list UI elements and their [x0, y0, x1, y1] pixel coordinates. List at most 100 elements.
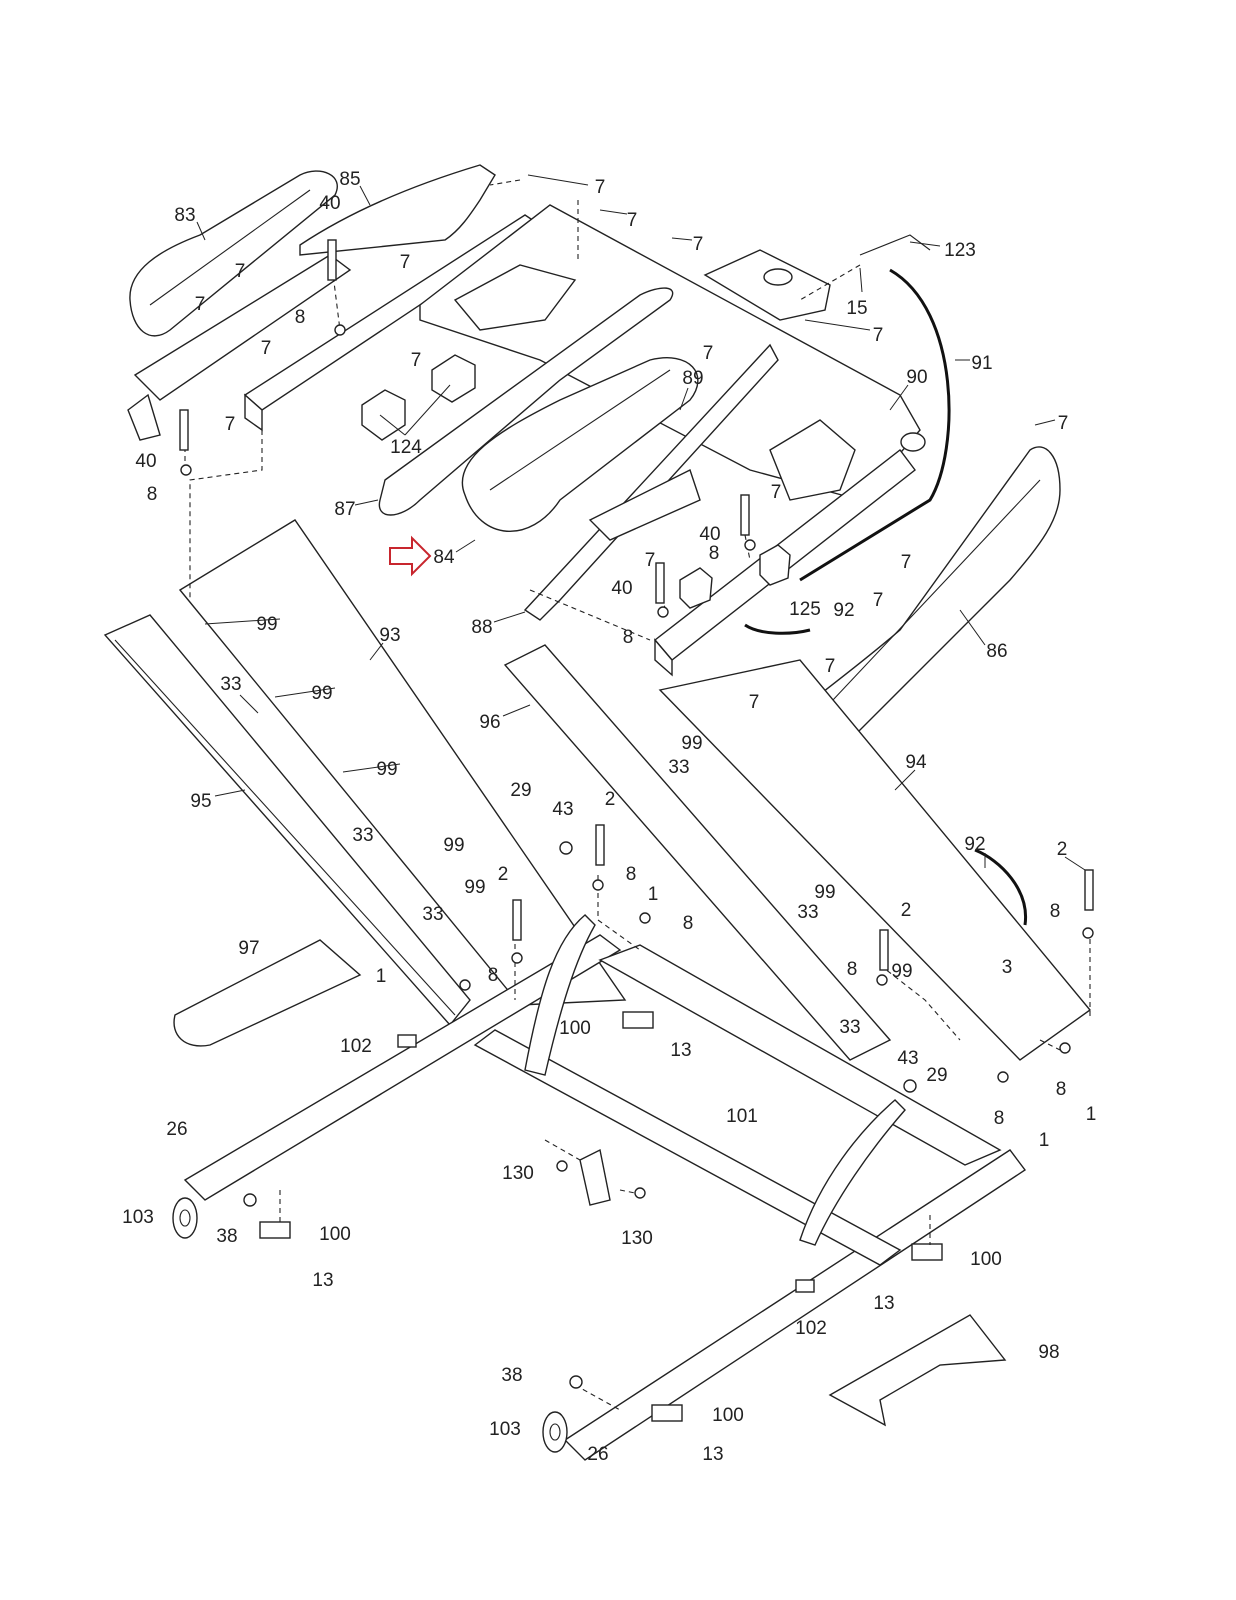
- part-label-103: 103: [122, 1207, 154, 1228]
- part-label-93: 93: [379, 625, 400, 646]
- part-label-33: 33: [422, 904, 443, 925]
- part-label-7: 7: [261, 338, 272, 359]
- part-label-29: 29: [926, 1065, 947, 1086]
- part-label-43: 43: [897, 1048, 918, 1069]
- part-label-13: 13: [312, 1270, 333, 1291]
- bracket-125: [679, 544, 791, 609]
- part-label-26: 26: [587, 1444, 608, 1465]
- part-label-13: 13: [670, 1040, 691, 1061]
- wheel-103-left: [172, 1197, 198, 1239]
- part-label-99: 99: [681, 733, 702, 754]
- part-label-97: 97: [238, 938, 259, 959]
- part-label-33: 33: [220, 674, 241, 695]
- part-label-8: 8: [488, 965, 499, 986]
- rail-cover-95: [103, 614, 471, 1027]
- part-label-3: 3: [1002, 957, 1013, 978]
- part-label-83: 83: [174, 205, 195, 226]
- part-label-96: 96: [479, 712, 500, 733]
- part-label-2: 2: [605, 789, 616, 810]
- part-label-43: 43: [552, 799, 573, 820]
- part-label-100: 100: [712, 1405, 744, 1426]
- part-label-7: 7: [873, 590, 884, 611]
- part-label-88: 88: [471, 617, 492, 638]
- part-label-7: 7: [225, 414, 236, 435]
- part-label-33: 33: [797, 902, 818, 923]
- part-label-99: 99: [814, 882, 835, 903]
- shroud-85: [299, 164, 496, 256]
- part-label-99: 99: [256, 614, 277, 635]
- part-label-125: 125: [789, 599, 821, 620]
- part-label-8: 8: [683, 913, 694, 934]
- part-label-7: 7: [771, 482, 782, 503]
- part-label-100: 100: [559, 1018, 591, 1039]
- highlight-arrow-icon: [389, 535, 432, 577]
- shroud-87: [378, 287, 674, 516]
- part-label-8: 8: [147, 484, 158, 505]
- leader-lines: [196, 174, 1086, 871]
- part-label-1: 1: [1039, 1130, 1050, 1151]
- part-label-8: 8: [709, 543, 720, 564]
- part-label-26: 26: [166, 1119, 187, 1140]
- part-label-102: 102: [795, 1318, 827, 1339]
- part-label-85: 85: [339, 169, 360, 190]
- wheel-103-right: [542, 1411, 568, 1453]
- part-label-2: 2: [1057, 839, 1068, 860]
- part-label-7: 7: [400, 252, 411, 273]
- part-label-13: 13: [873, 1293, 894, 1314]
- part-label-94: 94: [905, 752, 927, 773]
- part-label-40: 40: [699, 524, 720, 545]
- frame-cover-98: [828, 1314, 1007, 1427]
- part-label-100: 100: [319, 1224, 351, 1245]
- part-label-1: 1: [376, 966, 387, 987]
- part-label-13: 13: [702, 1444, 723, 1465]
- base-frame-101: [183, 914, 1027, 1461]
- wire-92-lower: [974, 848, 1028, 926]
- part-label-2: 2: [498, 864, 509, 885]
- part-label-29: 29: [510, 780, 531, 801]
- part-label-99: 99: [891, 961, 912, 982]
- wire-91: [799, 268, 951, 582]
- part-label-7: 7: [1058, 413, 1069, 434]
- part-label-124: 124: [390, 437, 422, 458]
- part-label-7: 7: [873, 325, 884, 346]
- part-label-8: 8: [1050, 901, 1061, 922]
- part-label-2: 2: [901, 900, 912, 921]
- shroud-88: [523, 343, 779, 621]
- part-label-1: 1: [1086, 1104, 1097, 1125]
- wire-92-upper: [744, 623, 811, 635]
- part-label-92: 92: [964, 834, 985, 855]
- rail-96: [503, 644, 892, 1061]
- part-label-123: 123: [944, 240, 976, 261]
- frame-cover-97: [173, 939, 362, 1047]
- handrail-left-83: [129, 170, 338, 337]
- part-label-7: 7: [693, 234, 704, 255]
- part-label-90: 90: [906, 367, 927, 388]
- part-label-8: 8: [1056, 1079, 1067, 1100]
- part-label-7: 7: [411, 350, 422, 371]
- part-label-7: 7: [235, 261, 246, 282]
- part-label-7: 7: [749, 692, 760, 713]
- part-label-7: 7: [627, 210, 638, 231]
- rail-94: [658, 659, 1092, 1061]
- part-label-130: 130: [621, 1228, 653, 1249]
- part-label-40: 40: [319, 193, 340, 214]
- part-label-98: 98: [1038, 1342, 1059, 1363]
- upright-base-90: [419, 204, 926, 501]
- part-label-101: 101: [726, 1106, 758, 1127]
- part-label-33: 33: [352, 825, 373, 846]
- part-label-40: 40: [611, 578, 632, 599]
- part-label-38: 38: [216, 1226, 237, 1247]
- part-label-89: 89: [682, 368, 703, 389]
- part-label-87: 87: [334, 499, 355, 520]
- shroud-84: [461, 357, 699, 533]
- part-label-99: 99: [376, 759, 397, 780]
- fasteners: [179, 239, 1094, 1389]
- part-label-99: 99: [464, 877, 485, 898]
- part-label-99: 99: [311, 683, 332, 704]
- part-label-33: 33: [839, 1017, 860, 1038]
- part-label-99: 99: [443, 835, 464, 856]
- bracket-124: [361, 354, 476, 441]
- part-label-8: 8: [847, 959, 858, 980]
